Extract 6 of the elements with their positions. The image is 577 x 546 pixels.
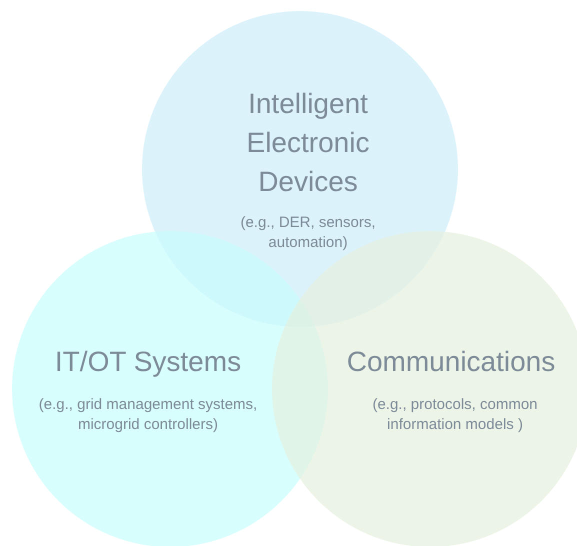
circle-description: (e.g., DER, sensors, automation) — [239, 213, 377, 253]
circle-description: (e.g., grid management systems, microgrid controllers) — [38, 395, 258, 435]
circle-description: (e.g., protocols, common information models ) — [371, 395, 539, 435]
circle-heading: IT/OT Systems — [54, 345, 242, 379]
circle-heading: Communications — [346, 345, 556, 379]
circle-heading: Intelligent Electronic Devices — [246, 87, 370, 199]
